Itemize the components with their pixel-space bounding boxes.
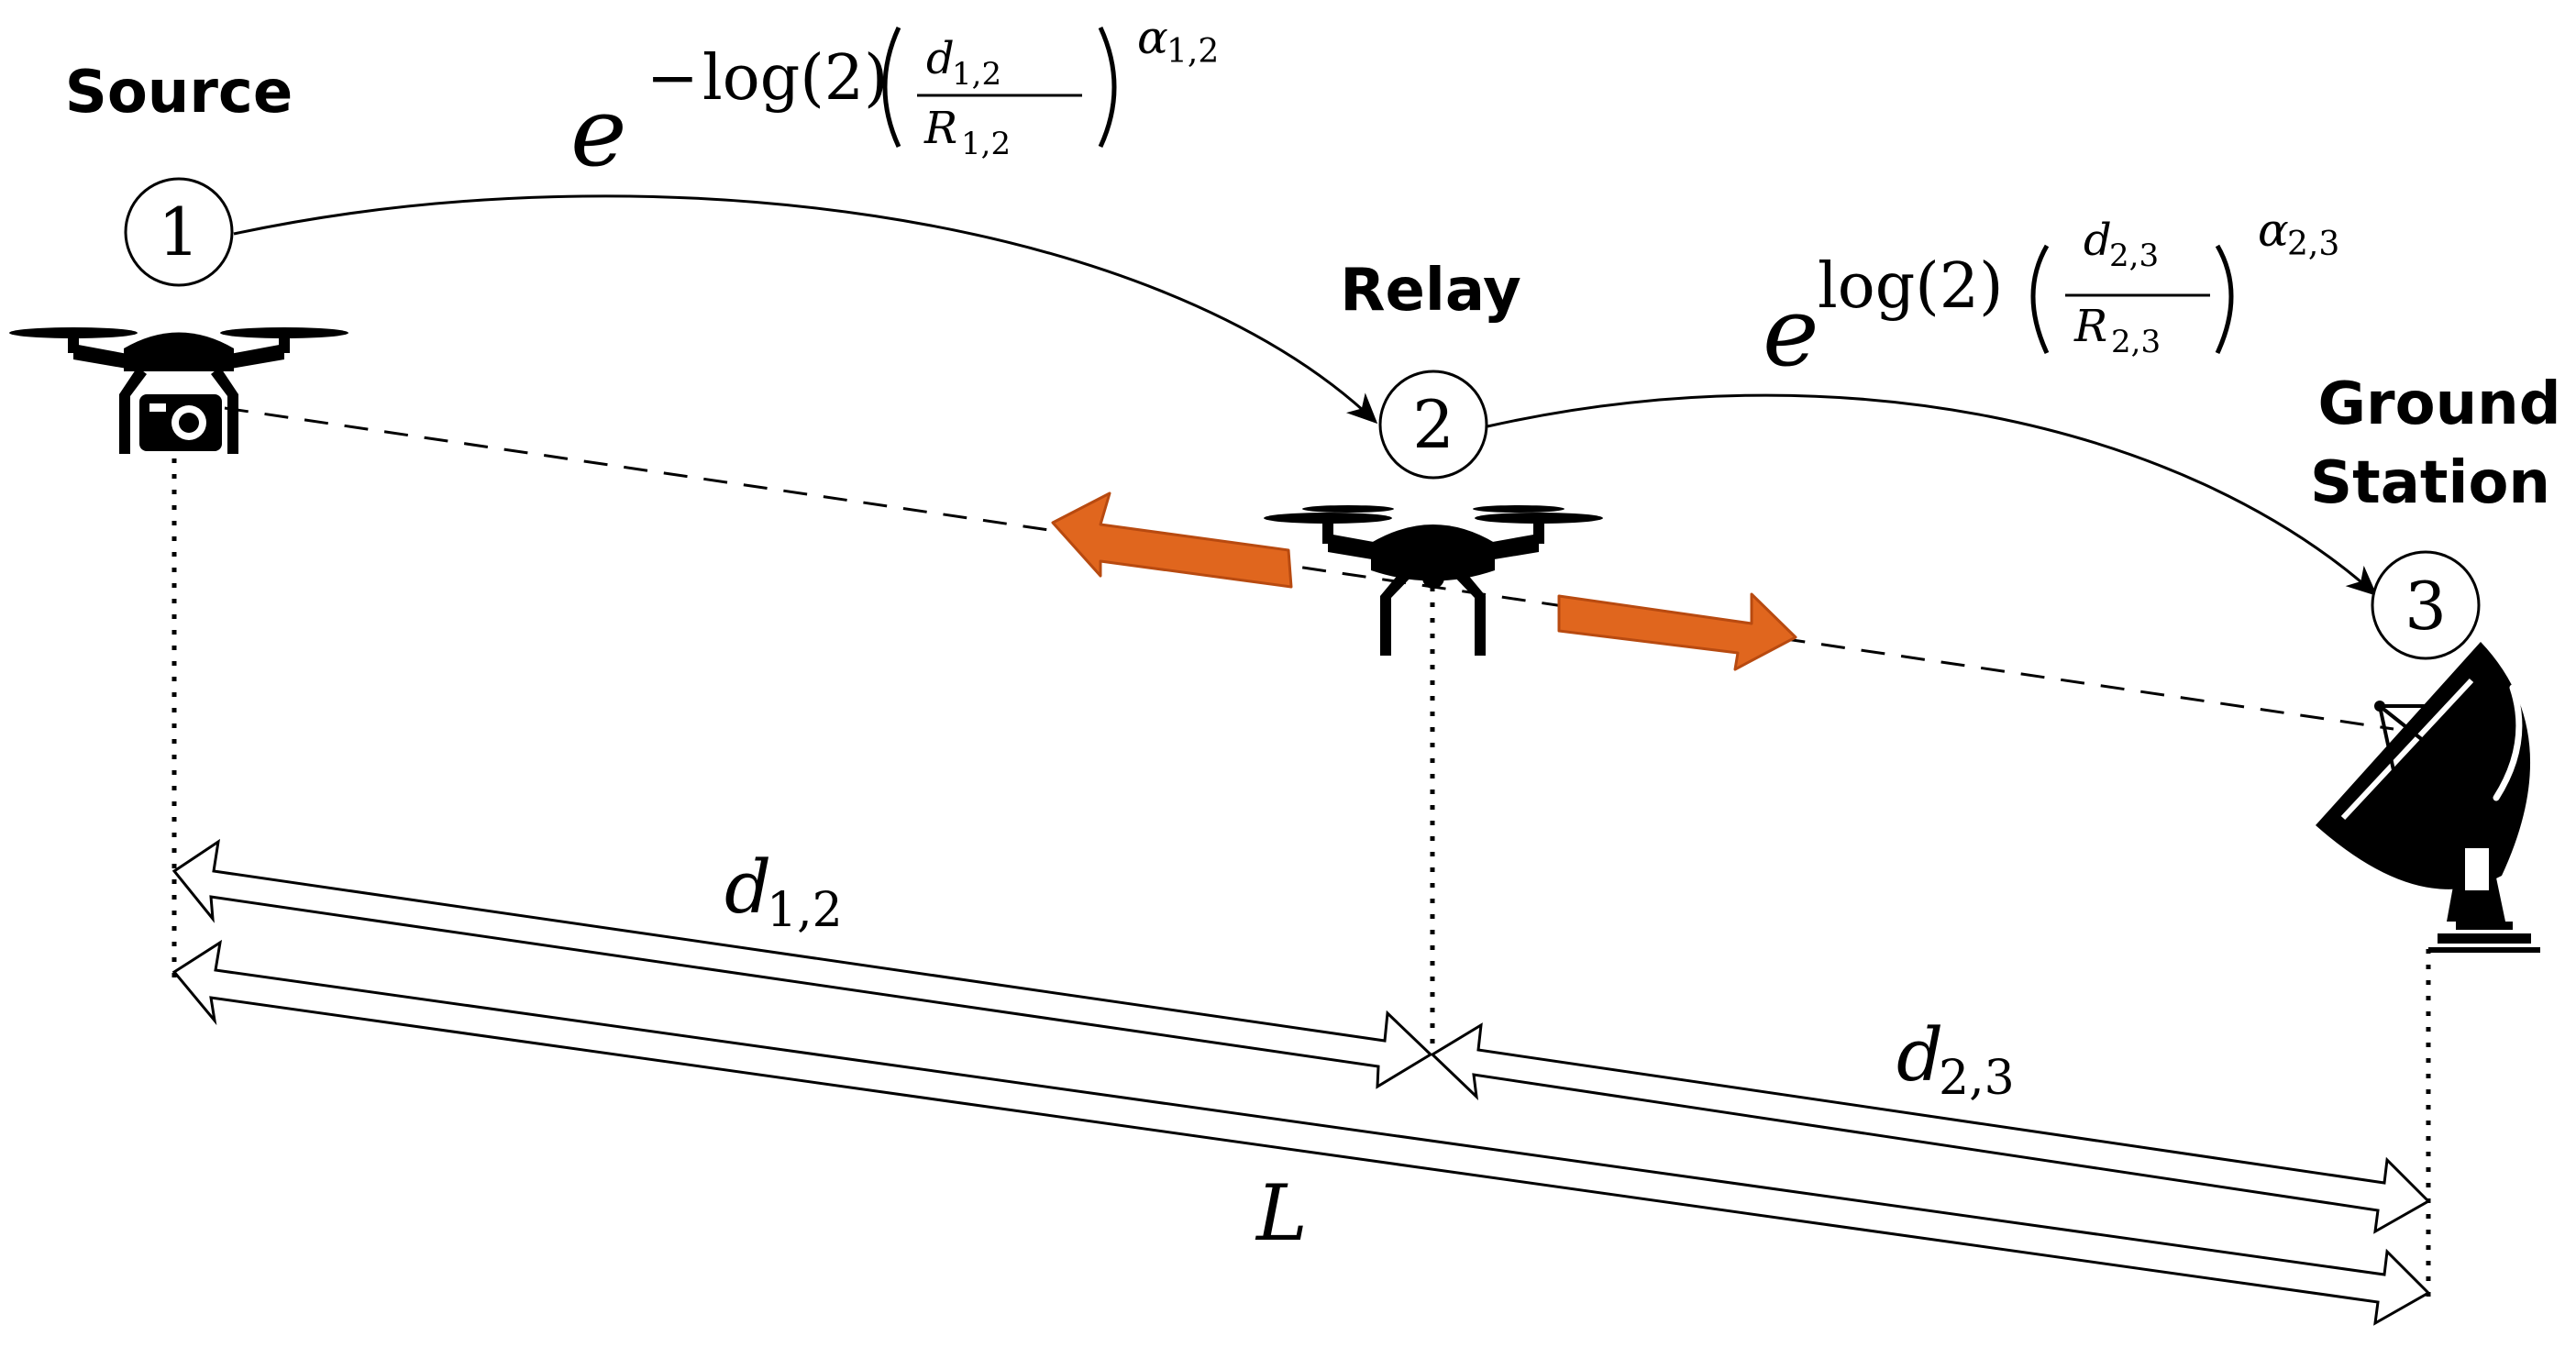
formula-23-exp-sub: 2,3 (2287, 226, 2339, 263)
formula-12-num-var: d (926, 33, 955, 84)
satellite-dish-icon (2316, 642, 2540, 953)
node-2-label: 2 (1412, 386, 1454, 463)
formula-12-exp-var: α (1137, 11, 1168, 64)
source-label: Source (65, 59, 293, 127)
formula-23-num-sub: 2,3 (2109, 237, 2159, 274)
formula-23-exp-var: α (2258, 204, 2289, 257)
label-d23-sub: 2,3 (1939, 1051, 2015, 1106)
distance-arrow-d23 (1430, 1022, 2431, 1234)
formula-12-sign: − (647, 42, 699, 115)
formula-23-num-var: d (2084, 215, 2112, 266)
formula-23-den-sub: 2,3 (2111, 324, 2161, 360)
relay-drone-icon (1264, 505, 1603, 656)
formula-23-right-paren (2215, 244, 2234, 355)
formula-23-log: log(2) (1818, 250, 2004, 323)
link-arrow-1-2 (233, 194, 1378, 425)
formula-2-3: e log(2) d 2,3 R 2,3 α 2,3 (1763, 204, 2339, 388)
link-arrow-2-3 (1487, 393, 2378, 596)
node-1-circle (124, 177, 234, 287)
formula-23-base: e (1763, 276, 1819, 388)
formula-23-den-var: R (2073, 301, 2107, 352)
formula-12-base: e (570, 76, 627, 188)
node-3-label: 3 (2405, 568, 2447, 645)
distance-arrow-d12 (171, 838, 1433, 1089)
node-1-label: 1 (158, 193, 200, 271)
label-L: L (1255, 1168, 1308, 1258)
formula-23-left-paren (2030, 244, 2050, 355)
label-d12: d 1,2 (724, 845, 843, 938)
node-1: 1 (124, 177, 234, 287)
distance-arrow-L (171, 939, 2431, 1326)
node-3-circle (2371, 550, 2481, 660)
node-3: 3 (2371, 550, 2481, 660)
formula-12-left-paren (882, 26, 901, 149)
ground-label-line1: Ground (2318, 370, 2561, 438)
relay-label: Relay (1340, 257, 1521, 325)
formula-12-exp-sub: 1,2 (1166, 33, 1219, 71)
formula-12-right-paren (1098, 26, 1117, 149)
formula-12-den-var: R (923, 103, 957, 154)
label-d23: d 2,3 (1896, 1012, 2015, 1106)
node-2: 2 (1378, 370, 1488, 480)
label-d23-var: d (1896, 1012, 1943, 1098)
node-2-circle (1378, 370, 1488, 480)
formula-12-num-sub: 1,2 (952, 56, 1001, 93)
formula-1-2: e − log(2) d 1,2 R 1,2 α 1,2 (570, 11, 1219, 188)
ground-label-line2: Station (2310, 449, 2550, 517)
label-d12-var: d (724, 845, 771, 930)
source-drone-camera-icon (9, 327, 348, 454)
formula-12-log: log(2) (702, 42, 889, 115)
motion-arrow-left (1051, 491, 1293, 589)
motion-arrow-right (1557, 592, 1797, 671)
line-of-sight (224, 406, 2394, 731)
label-d12-sub: 1,2 (767, 883, 843, 938)
formula-12-den-sub: 1,2 (961, 126, 1011, 162)
